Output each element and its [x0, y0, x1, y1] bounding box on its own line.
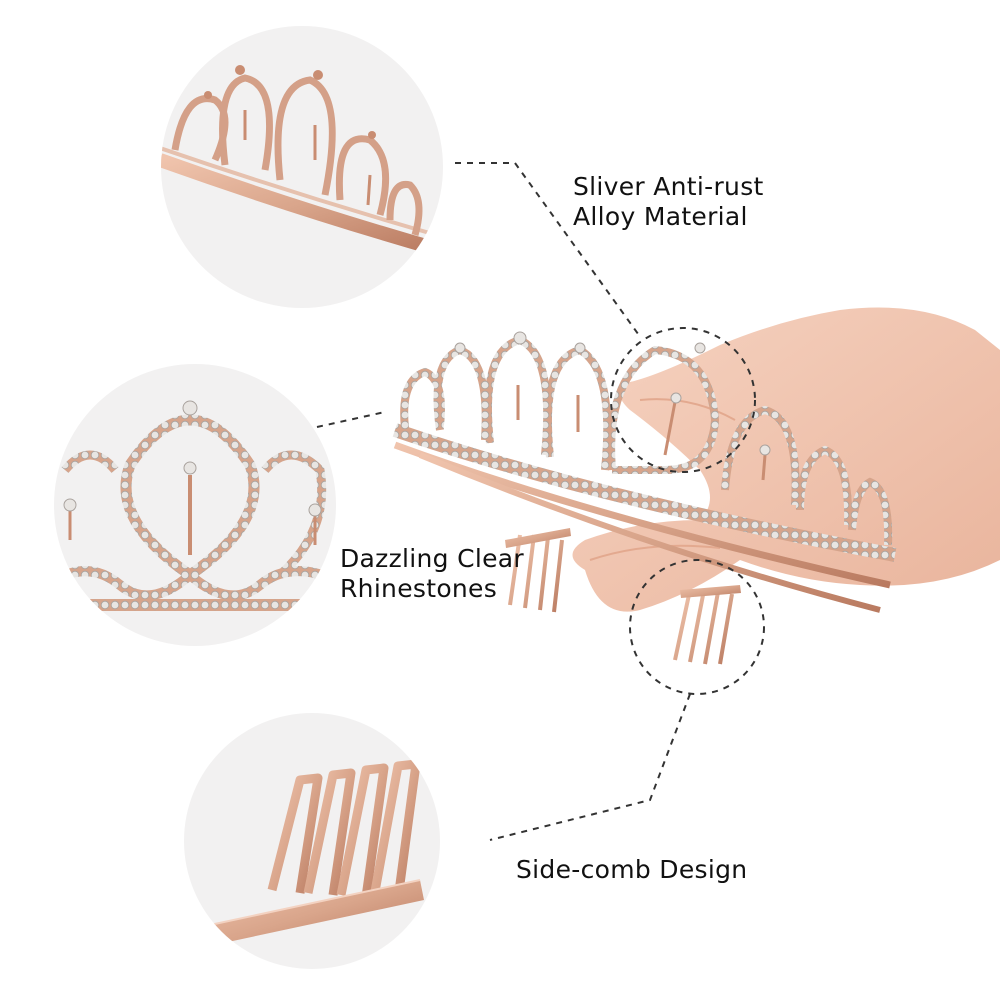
hand — [573, 308, 1000, 612]
detail-bubble-rhinestones — [54, 364, 336, 646]
detail-bubble-comb — [184, 713, 440, 969]
label-material: Sliver Anti-rust Alloy Material — [573, 172, 764, 232]
label-material-line2: Alloy Material — [573, 202, 764, 232]
label-rhinestones: Dazzling Clear Rhinestones — [340, 544, 524, 604]
label-rhinestones-line2: Rhinestones — [340, 574, 524, 604]
label-material-line1: Sliver Anti-rust — [573, 172, 764, 202]
detail-bubble-top — [160, 26, 443, 308]
callout-line-rhinestones — [317, 412, 385, 427]
label-comb: Side-comb Design — [516, 855, 747, 885]
label-comb-line1: Side-comb Design — [516, 855, 747, 885]
label-rhinestones-line1: Dazzling Clear — [340, 544, 524, 574]
callout-line-comb — [490, 694, 690, 840]
